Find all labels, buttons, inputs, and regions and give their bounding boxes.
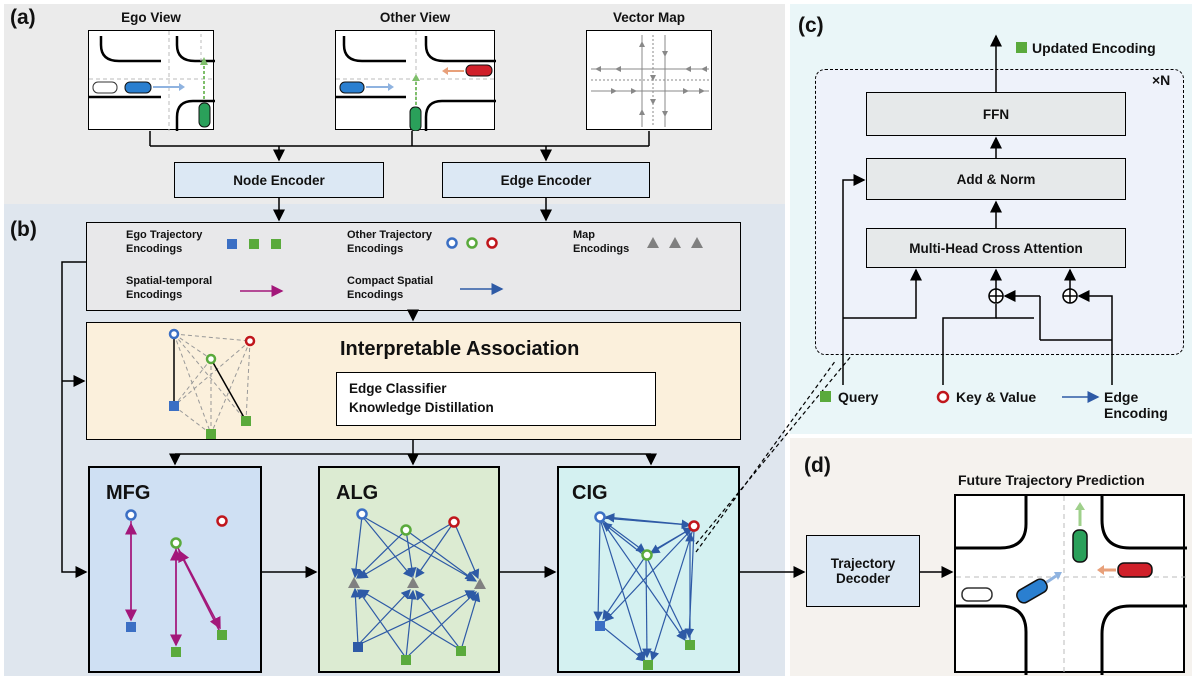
- future-traj-title: Future Trajectory Prediction: [958, 472, 1145, 488]
- cig-graph: [593, 511, 700, 670]
- panel-a-connectors: [149, 131, 650, 222]
- vector-map-image: [586, 30, 712, 130]
- add-norm-box: Add & Norm: [866, 158, 1126, 200]
- updated-encoding-marker: [1016, 42, 1027, 53]
- alg-label: ALG: [336, 482, 379, 504]
- query-label: Query: [838, 389, 879, 405]
- edge-encoder: Edge Encoder: [442, 162, 650, 198]
- panel-b-tag: (b): [10, 218, 37, 241]
- panel-d-tag: (d): [804, 454, 831, 477]
- key-value-label: Key & Value: [956, 389, 1037, 405]
- mhca-box: Multi-Head Cross Attention: [866, 228, 1126, 268]
- updated-encoding-label: Updated Encoding: [1032, 40, 1156, 56]
- ffn-box: FFN: [866, 92, 1126, 136]
- node-encoder: Node Encoder: [174, 162, 384, 198]
- cig-box: [557, 466, 740, 673]
- decoder-line1: Trajectory: [830, 556, 896, 571]
- association-graph: [168, 328, 256, 439]
- query-marker: [820, 391, 831, 402]
- edge-encoding-label: Edge Encoding: [1104, 389, 1168, 421]
- panel-c-connectors: [842, 34, 1113, 385]
- interpretable-association-title: Interpretable Association: [340, 338, 580, 360]
- mfg-graph: [125, 509, 228, 657]
- ego-view-image: [88, 30, 215, 131]
- knowledge-distillation-label: Knowledge Distillation: [349, 400, 494, 415]
- panel-c-tag: (c): [798, 14, 824, 37]
- mfg-label: MFG: [106, 482, 151, 504]
- encodings-box: [86, 222, 741, 311]
- ego-view-title: Ego View: [121, 10, 181, 25]
- cig-label: CIG: [572, 482, 608, 504]
- zoom-lines: [695, 354, 853, 553]
- key-value-marker: [936, 390, 950, 404]
- edge-classifier-label: Edge Classifier: [349, 381, 447, 396]
- decoder-line2: Decoder: [835, 571, 891, 586]
- legend-markers: [227, 237, 703, 297]
- other-view-title: Other View: [379, 10, 451, 25]
- vector-map-title: Vector Map: [612, 10, 686, 25]
- other-view-image: [335, 30, 496, 131]
- panel-b-connectors: [61, 261, 954, 578]
- times-n-label: ×N: [1152, 72, 1171, 88]
- panel-a-tag: (a): [10, 6, 36, 29]
- trajectory-decoder: Trajectory Decoder: [806, 535, 920, 607]
- future-prediction-image: [954, 494, 1187, 675]
- edge-classifier-box: Edge Classifier Knowledge Distillation: [336, 372, 656, 426]
- alg-graph: [348, 508, 486, 665]
